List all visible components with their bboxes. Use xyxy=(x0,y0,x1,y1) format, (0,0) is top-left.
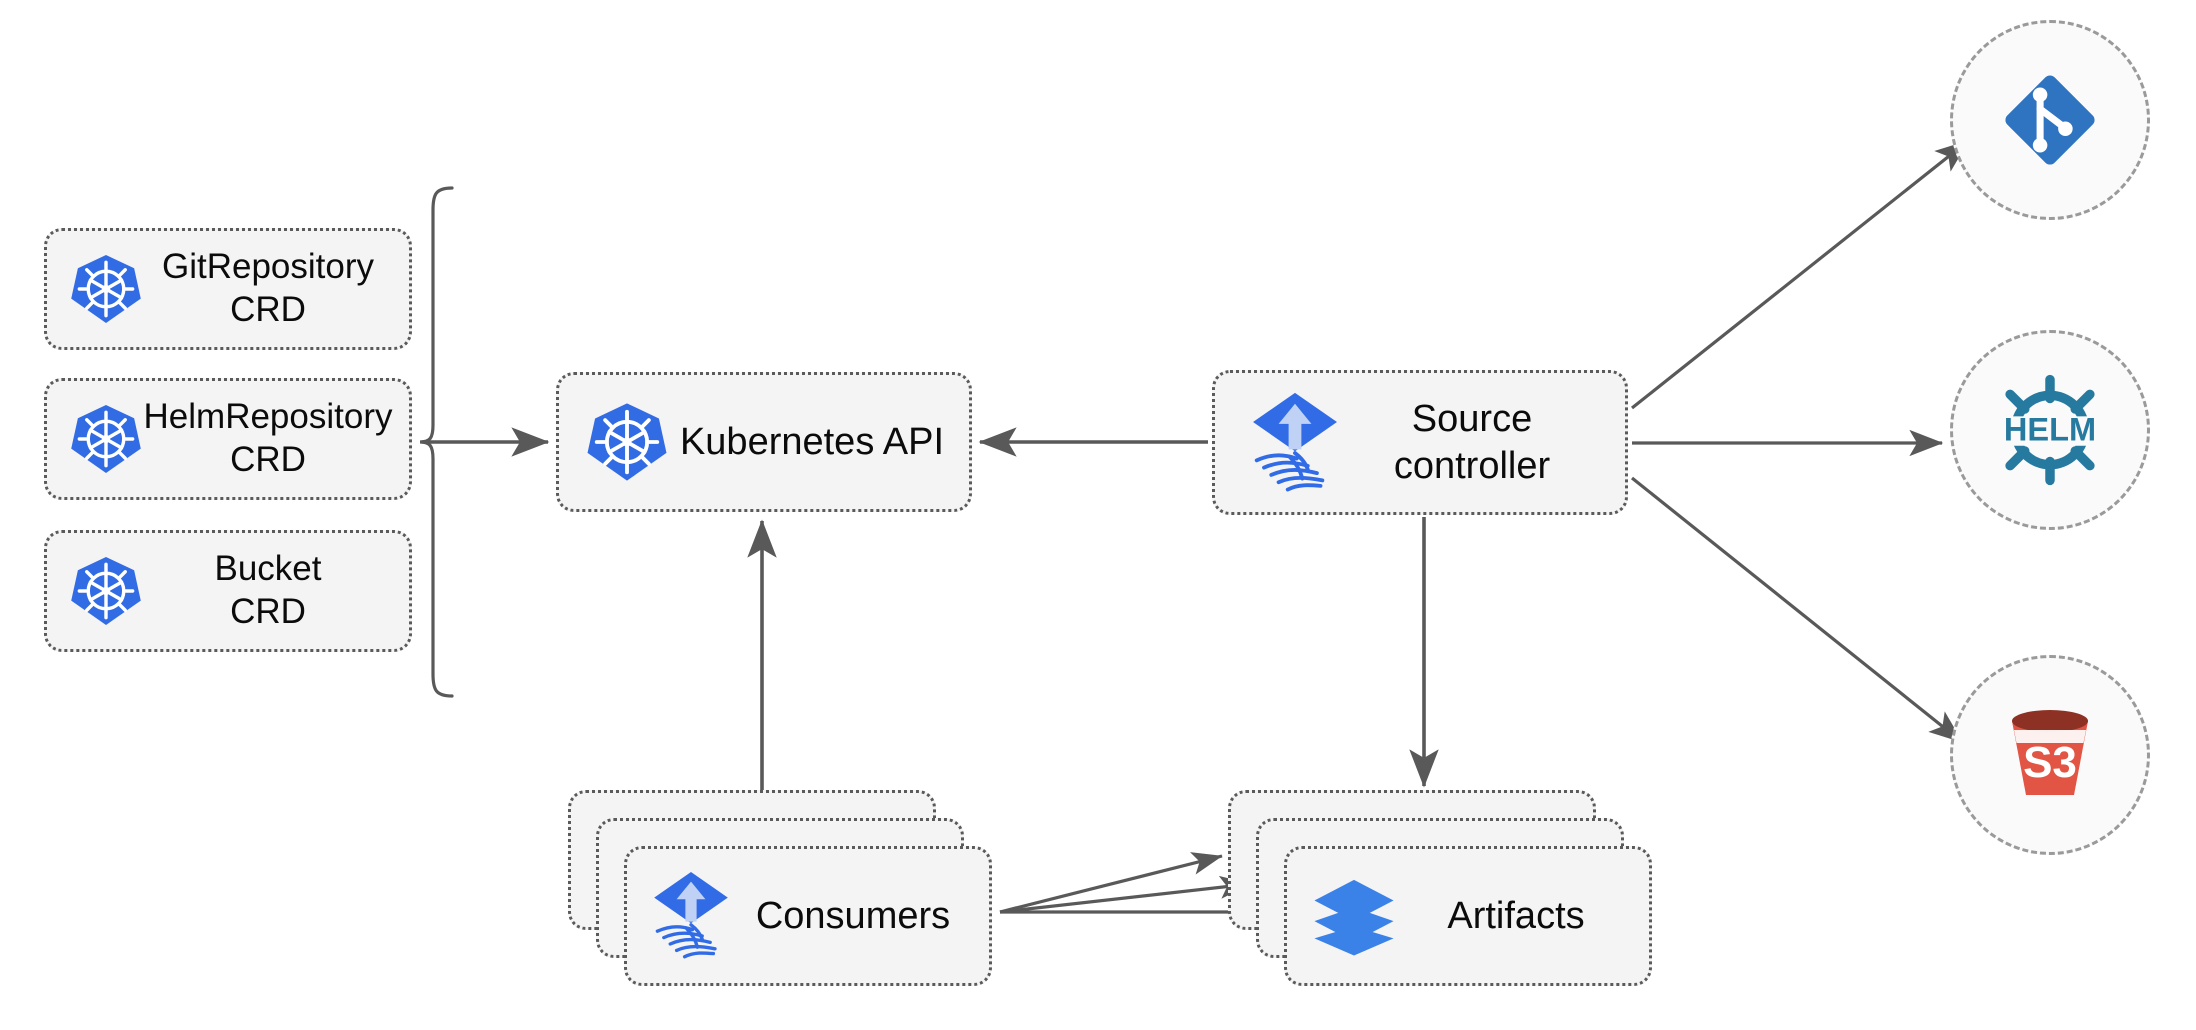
crd-card-gitrepository[interactable]: GitRepository CRD xyxy=(44,228,412,350)
kubernetes-icon xyxy=(71,556,141,626)
source-circle-s3[interactable]: S3 xyxy=(1950,655,2150,855)
source-circle-helm[interactable]: HELM xyxy=(1950,330,2150,530)
consumers-stack-layer-front[interactable]: Consumers xyxy=(624,846,992,986)
kubernetes-icon xyxy=(587,403,667,481)
edge-source-controller-to-git xyxy=(1631,139,1970,410)
edge-consumers-to-artifacts-layer-2 xyxy=(999,875,1251,914)
s3-bucket-icon: S3 xyxy=(2012,710,2088,795)
node-artifacts-stack[interactable]: Artifacts xyxy=(1228,790,1658,990)
edge-source-controller-to-s3 xyxy=(1631,476,1963,744)
crd-label: Bucket CRD xyxy=(214,549,322,631)
flux-icon xyxy=(654,872,728,959)
kubernetes-icon xyxy=(71,254,141,324)
crd-label: GitRepository CRD xyxy=(161,247,375,329)
node-label: Kubernetes API xyxy=(679,420,945,463)
node-label: Source controller xyxy=(1393,398,1551,487)
helm-icon: HELM xyxy=(1999,374,2101,486)
node-label: Consumers xyxy=(755,894,951,937)
node-source-controller[interactable]: Source controller xyxy=(1212,370,1628,515)
s3-wordmark: S3 xyxy=(2023,738,2077,787)
node-label: Artifacts xyxy=(1447,894,1585,937)
crd-group-brace xyxy=(419,186,454,698)
source-circle-git[interactable] xyxy=(1950,20,2150,220)
node-kubernetes-api[interactable]: Kubernetes API xyxy=(556,372,972,512)
crd-label: HelmRepository CRD xyxy=(143,397,393,479)
crd-card-bucket[interactable]: Bucket CRD xyxy=(44,530,412,652)
helm-wordmark: HELM xyxy=(2004,412,2096,448)
kubernetes-icon xyxy=(71,404,141,474)
flux-icon xyxy=(1253,392,1337,491)
node-consumers-stack[interactable]: Consumers xyxy=(568,790,998,990)
crd-card-helmrepository[interactable]: HelmRepository CRD xyxy=(44,378,412,500)
git-icon xyxy=(2005,75,2095,165)
artifacts-stack-layer-front[interactable]: Artifacts xyxy=(1284,846,1652,986)
edge-consumers-to-artifacts-layer-1 xyxy=(999,852,1223,914)
layers-icon xyxy=(1314,879,1394,956)
